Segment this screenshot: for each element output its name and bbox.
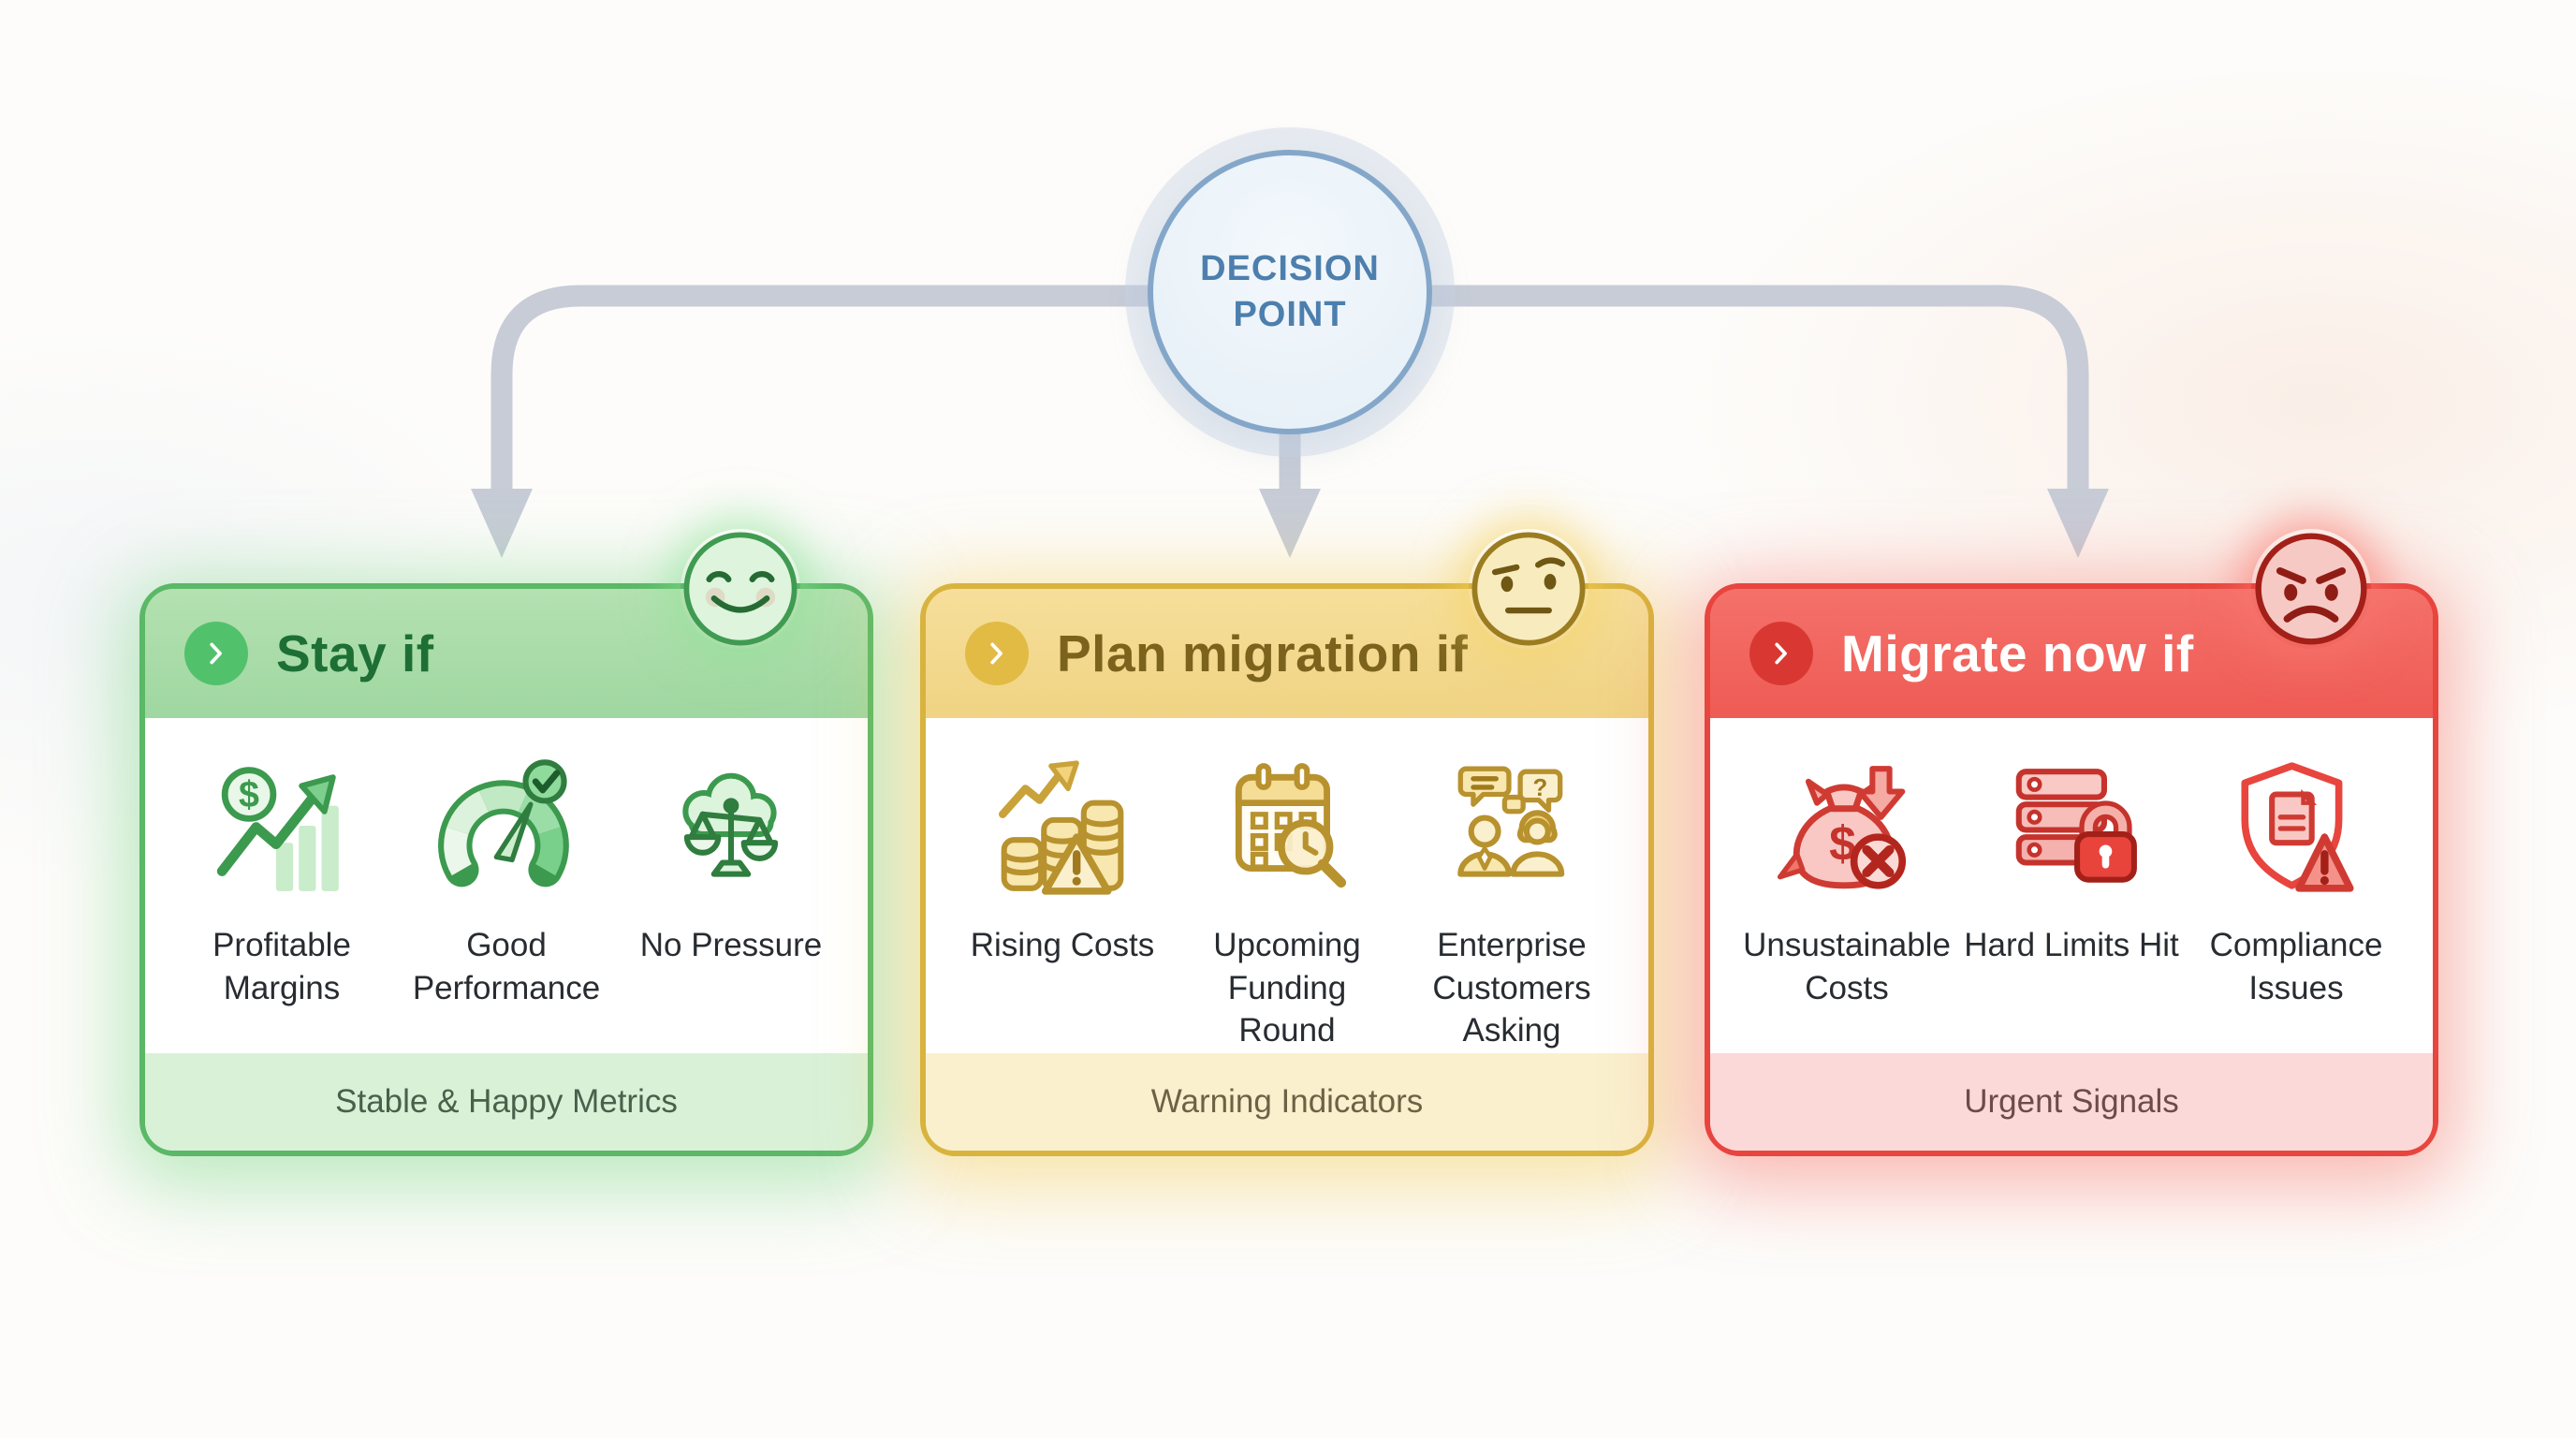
decision-connectors xyxy=(471,285,2109,558)
list-item: Upcoming Funding Round xyxy=(1175,757,1399,1052)
list-item: $ Profitable Margins xyxy=(169,757,394,1009)
list-item: Good Performance xyxy=(394,757,619,1009)
svg-text:?: ? xyxy=(1533,775,1548,801)
decision-point-node: DECISION POINT xyxy=(1148,150,1432,434)
angry-face-icon xyxy=(2251,529,2371,649)
branch-card-stay: Stay if $ Profitable Margins xyxy=(139,532,873,1156)
list-item: Compliance Issues xyxy=(2184,757,2408,1009)
happy-face-icon xyxy=(681,529,800,649)
connector-right xyxy=(1290,285,2089,489)
calendar-magnifier-icon xyxy=(1235,763,1347,888)
shield-warning-icon xyxy=(2241,762,2354,892)
list-item: $ Unsustainable Costs xyxy=(1734,757,1959,1009)
card-body-migrate: $ Unsustainable Costs xyxy=(1710,718,2433,1063)
list-item: Rising Costs xyxy=(950,757,1175,967)
list-item: ? Enterprise Customers Asking xyxy=(1399,757,1624,1052)
chevron-right-icon xyxy=(184,622,248,685)
card-body-plan: Rising Costs Upcoming Funding Round xyxy=(926,718,1648,1063)
branch-card-migrate-now: Migrate now if $ Unsustainable Costs xyxy=(1705,533,2438,1156)
neutral-face-icon xyxy=(1469,529,1588,649)
signal-label: Enterprise Customers Asking xyxy=(1432,927,1591,1049)
list-item: No Pressure xyxy=(619,757,843,967)
growth-dollar-icon: $ xyxy=(216,767,339,891)
signal-label: Profitable Margins xyxy=(212,927,351,1006)
chevron-right-icon xyxy=(965,622,1029,685)
server-lock-icon xyxy=(2015,769,2137,883)
coins-rising-warning-icon xyxy=(998,760,1124,895)
arrowhead-middle xyxy=(1259,489,1321,558)
card-footer-plan: Warning Indicators xyxy=(926,1053,1648,1151)
chevron-right-icon xyxy=(1749,622,1813,685)
signal-label: No Pressure xyxy=(639,927,823,963)
signal-label: Hard Limits Hit xyxy=(1964,927,2179,963)
arrowhead-right xyxy=(2047,489,2109,558)
card-title-stay: Stay if xyxy=(276,624,434,682)
gauge-check-icon xyxy=(438,759,569,888)
signal-label: Good Performance xyxy=(412,927,601,1006)
arrowhead-left xyxy=(471,489,533,558)
signal-label: Unsustainable Costs xyxy=(1743,927,1951,1006)
card-title-plan: Plan migration if xyxy=(1057,624,1469,682)
signal-label: Upcoming Funding Round xyxy=(1213,927,1361,1049)
connector-left xyxy=(490,285,1290,489)
branch-card-plan-migration: Plan migration if Rising Costs xyxy=(920,532,1654,1156)
card-body-stay: $ Profitable Margins Good Performance xyxy=(145,718,868,1063)
customers-chat-icon: ? xyxy=(1457,766,1565,877)
card-footer-migrate: Urgent Signals xyxy=(1710,1053,2433,1151)
cloud-scales-icon xyxy=(682,772,779,877)
list-item: Hard Limits Hit xyxy=(1959,757,2184,967)
card-title-migrate: Migrate now if xyxy=(1841,624,2194,682)
signal-label: Rising Costs xyxy=(970,927,1155,963)
card-footer-stay: Stable & Happy Metrics xyxy=(145,1053,868,1151)
decision-point-label: DECISION POINT xyxy=(1200,248,1380,334)
signal-label: Compliance Issues xyxy=(2209,927,2383,1006)
money-bag-decline-icon: $ xyxy=(1777,766,1907,889)
svg-text:$: $ xyxy=(239,774,259,815)
